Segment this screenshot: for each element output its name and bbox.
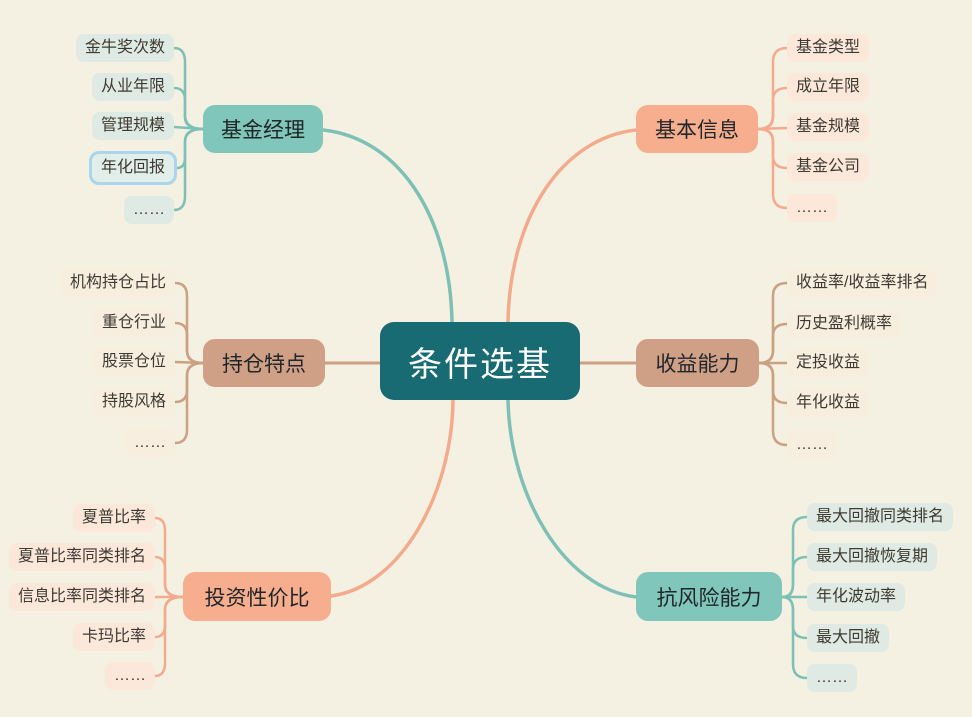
leaf-node[interactable]: 最大回撤恢复期 (807, 543, 938, 571)
leaf-node[interactable]: 年化波动率 (807, 583, 906, 611)
branch-node-investment-value[interactable]: 投资性价比 (183, 572, 331, 621)
leaf-node[interactable]: …… (105, 662, 155, 690)
leaf-node[interactable]: 从业年限 (91, 73, 174, 101)
leaf-node[interactable]: …… (125, 429, 175, 457)
leaf-node[interactable]: 股票仓位 (92, 348, 175, 376)
selected-leaf-node[interactable]: 年化回报 (88, 151, 177, 185)
leaf-node[interactable]: 基金公司 (787, 153, 870, 181)
leaf-node[interactable]: 最大回撤同类排名 (807, 503, 954, 531)
leaf-node[interactable]: 卡玛比率 (72, 623, 155, 651)
leaf-node[interactable]: 信息比率同类排名 (8, 583, 155, 611)
leaf-node[interactable]: 基金类型 (787, 34, 870, 62)
branch-node-fund-manager[interactable]: 基金经理 (203, 105, 323, 153)
central-topic[interactable]: 条件选基 (380, 322, 580, 400)
leaf-node[interactable]: 重仓行业 (92, 309, 175, 337)
leaf-node[interactable]: …… (807, 664, 857, 692)
leaf-node[interactable]: …… (124, 196, 174, 224)
leaf-node[interactable]: 历史盈利概率 (787, 310, 902, 338)
branch-node-risk-resistance[interactable]: 抗风险能力 (636, 572, 782, 621)
leaf-node[interactable]: 年化收益 (787, 389, 870, 417)
leaf-node[interactable]: 夏普比率 (72, 504, 155, 532)
leaf-node[interactable]: 夏普比率同类排名 (8, 543, 155, 571)
leaf-node[interactable]: …… (787, 431, 837, 459)
leaf-node[interactable]: 最大回撤 (807, 624, 890, 652)
branch-node-basic-info[interactable]: 基本信息 (636, 105, 758, 153)
leaf-node[interactable]: 持股风格 (92, 388, 175, 416)
leaf-node[interactable]: 基金规模 (787, 113, 870, 141)
branch-node-return-ability[interactable]: 收益能力 (636, 339, 759, 387)
leaf-node[interactable]: 成立年限 (787, 73, 870, 101)
leaf-node[interactable]: 机构持仓占比 (60, 269, 175, 297)
branch-node-holding-features[interactable]: 持仓特点 (203, 339, 325, 387)
leaf-node[interactable]: 金牛奖次数 (75, 34, 174, 62)
leaf-node[interactable]: …… (787, 194, 837, 222)
leaf-node[interactable]: 收益率/收益率排名 (787, 269, 938, 297)
leaf-node[interactable]: 管理规模 (91, 112, 174, 140)
leaf-node[interactable]: 定投收益 (787, 349, 870, 377)
